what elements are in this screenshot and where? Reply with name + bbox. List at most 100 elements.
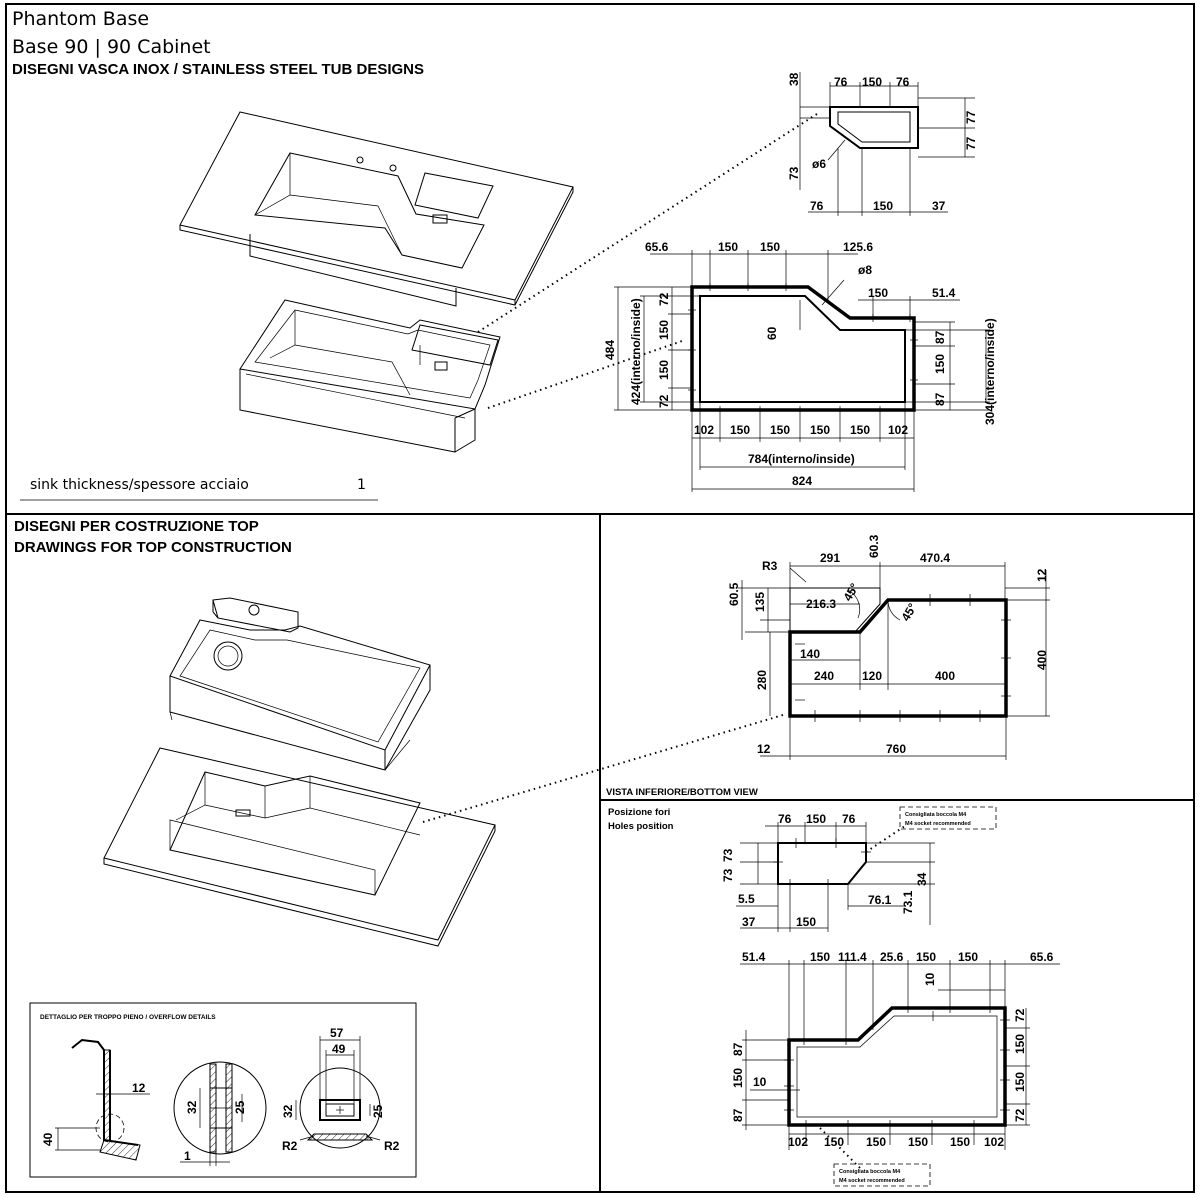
holes-note-bottom-en: M4 socket recommended	[839, 1178, 905, 1184]
dim-main-step-150: 150	[868, 286, 888, 300]
dim-main-left-424: 424(interno/inside)	[629, 298, 643, 405]
iso-top-box	[169, 597, 431, 771]
dim-bv-angle-b: 45°	[898, 601, 919, 624]
dim-main-right-87b: 87	[933, 392, 947, 406]
dim-main-inner-784: 784(interno/inside)	[748, 452, 855, 466]
top-section-heading-en: DRAWINGS FOR TOP CONSTRUCTION	[14, 539, 292, 556]
dim-bv-60-5: 60.5	[727, 582, 741, 606]
thickness-label: sink thickness/spessore acciaio	[30, 477, 249, 493]
dim-hs-left-73b: 73	[721, 868, 735, 882]
dim-hb-bot-150a: 150	[824, 1135, 844, 1149]
dim-hb-top-150c: 150	[958, 950, 978, 964]
iso-countertop-sink	[179, 111, 574, 307]
dim-ov-57: 57	[330, 1026, 344, 1040]
holes-big-plan: 51.4 150 111.4 25.6 150 150 65.6 10 87 1…	[731, 950, 1060, 1169]
dim-hb-bot-150c: 150	[908, 1135, 928, 1149]
dim-hb-bot-102b: 102	[984, 1135, 1004, 1149]
dim-small-diameter: ø6	[812, 157, 826, 171]
dim-hb-left-10: 10	[753, 1075, 767, 1089]
dim-hs-top-76b: 76	[842, 812, 856, 826]
dim-small-left-38: 38	[787, 72, 801, 86]
dim-small-right-77a: 77	[964, 110, 978, 124]
dim-main-left-72b: 72	[657, 394, 671, 408]
dim-main-top-150a: 150	[718, 240, 738, 254]
dim-hs-left-5-5: 5.5	[738, 892, 755, 906]
dim-bv-135: 135	[753, 592, 767, 612]
dim-hs-mid-76-1: 76.1	[868, 893, 892, 907]
dim-ov-49: 49	[332, 1042, 346, 1056]
dim-main-right-87a: 87	[933, 330, 947, 344]
dim-ov-12: 12	[132, 1081, 146, 1095]
dim-bv-12-top: 12	[1035, 568, 1049, 582]
dim-hs-left-73a: 73	[721, 848, 735, 862]
dim-ov-25: 25	[233, 1100, 247, 1114]
dim-hb-top-150a: 150	[810, 950, 830, 964]
dim-hb-left-150: 150	[731, 1068, 745, 1088]
top-section-heading-it: DISEGNI PER COSTRUZIONE TOP	[14, 518, 259, 535]
dim-small-bot-mid: 150	[873, 199, 893, 213]
small-tub-plan: 76 150 76 38 73 ø6 77 77 76 150 37	[787, 72, 978, 216]
dim-hb-bot-102a: 102	[788, 1135, 808, 1149]
dim-bv-angle-a: 45°	[840, 581, 861, 604]
dim-hb-left-87b: 87	[731, 1108, 745, 1122]
bottom-view-plan: R3 291 60.3 470.4 12 60.5 135 216.3 45° …	[727, 534, 1050, 760]
dim-hb-top-150b: 150	[916, 950, 936, 964]
dim-main-outer-824: 824	[792, 474, 812, 488]
leader-main-tub	[487, 339, 686, 409]
dim-bv-760: 760	[886, 742, 906, 756]
dim-main-bot-102a: 102	[694, 423, 714, 437]
dim-main-bot-150c: 150	[810, 423, 830, 437]
dim-bv-216: 216.3	[806, 597, 836, 611]
dim-hb-right-150b: 150	[1013, 1072, 1027, 1092]
leader-small-tub	[477, 111, 821, 333]
dim-bv-12-left: 12	[757, 742, 771, 756]
dim-hs-right-73-1: 73.1	[901, 890, 915, 914]
dim-main-top-65: 65.6	[645, 240, 669, 254]
dim-hb-top-111: 111.4	[838, 950, 867, 964]
overflow-details: DETTAGLIO PER TROPPO PIENO / OVERFLOW DE…	[29, 1002, 417, 1178]
dim-main-top-125: 125.6	[843, 240, 873, 254]
holes-note-bottom-it: Consigliata boccola M4	[839, 1169, 901, 1175]
dim-hb-top-51: 51.4	[742, 950, 766, 964]
dim-ov-r2a: R2	[282, 1139, 298, 1153]
dim-main-step-51: 51.4	[932, 286, 956, 300]
dim-bv-120: 120	[862, 669, 882, 683]
dim-bv-140: 140	[800, 647, 820, 661]
dim-bv-291: 291	[820, 551, 840, 565]
dim-hb-top-65: 65.6	[1030, 950, 1054, 964]
dim-small-right-77b: 77	[964, 136, 978, 150]
dim-ov-1: 1	[184, 1149, 191, 1163]
dim-main-bot-150d: 150	[850, 423, 870, 437]
dim-bv-280: 280	[755, 670, 769, 690]
dim-hs-bot-150: 150	[796, 915, 816, 929]
dim-hb-right-72b: 72	[1013, 1108, 1027, 1122]
dim-bv-60-3: 60.3	[867, 534, 881, 558]
leader-bottom-view	[422, 714, 784, 823]
holes-note-top: Consigliata boccola M4 M4 socket recomme…	[899, 806, 997, 830]
dim-main-left-150b: 150	[657, 360, 671, 380]
dim-hs-right-34: 34	[915, 872, 929, 886]
dim-main-left-484: 484	[603, 340, 617, 360]
dim-main-inner-60: 60	[765, 326, 779, 340]
dim-small-bot-right: 37	[932, 199, 946, 213]
holes-label-en: Holes position	[608, 821, 674, 832]
dim-bv-r3: R3	[762, 559, 778, 573]
dim-hb-bot-150d: 150	[950, 1135, 970, 1149]
dim-ov-r2b: R2	[384, 1139, 400, 1153]
holes-small-plan: 76 150 76 73 73 5.5 34 73.1 76.1 37 150	[721, 812, 935, 932]
sheet-frame	[5, 3, 1195, 1193]
dim-main-left-72a: 72	[657, 292, 671, 306]
dim-small-top-mid: 150	[862, 75, 882, 89]
dim-bv-470: 470.4	[920, 551, 950, 565]
thickness-value: 1	[357, 477, 366, 493]
dim-main-left-150a: 150	[657, 320, 671, 340]
dim-main-right-150: 150	[933, 354, 947, 374]
dim-hs-bot-37: 37	[742, 915, 756, 929]
tub-section-heading: DISEGNI VASCA INOX / STAINLESS STEEL TUB…	[12, 61, 424, 78]
dim-main-bot-102b: 102	[888, 423, 908, 437]
dim-small-left-73: 73	[787, 166, 801, 180]
dim-hb-bot-150b: 150	[866, 1135, 886, 1149]
dim-hb-top-10: 10	[923, 972, 937, 986]
dim-hs-top-150: 150	[806, 812, 826, 826]
dim-small-bot-left: 76	[810, 199, 824, 213]
